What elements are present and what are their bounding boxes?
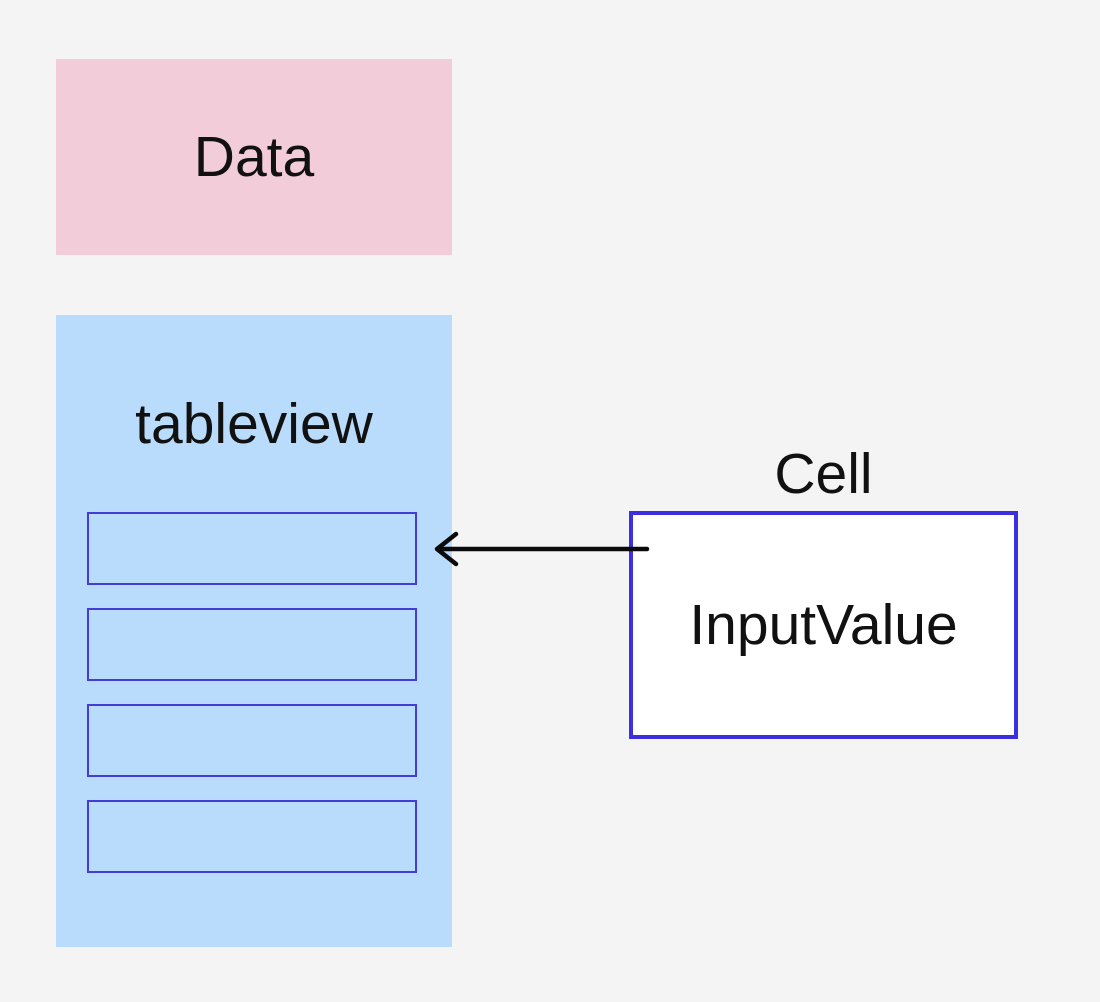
data-box: Data	[56, 59, 452, 255]
tableview-row	[87, 704, 417, 777]
cell-title: Cell	[774, 442, 873, 506]
tableview-label: tableview	[135, 392, 373, 456]
cell-box-label: InputValue	[689, 592, 958, 657]
tableview-row	[87, 800, 417, 873]
cell-box: InputValue	[629, 511, 1018, 739]
tableview-row	[87, 608, 417, 681]
tableview-rows	[87, 512, 417, 896]
tableview-box: tableview	[56, 315, 452, 947]
data-box-label: Data	[193, 124, 315, 189]
tableview-row	[87, 512, 417, 585]
arrow-cell-to-row-icon	[434, 531, 650, 567]
